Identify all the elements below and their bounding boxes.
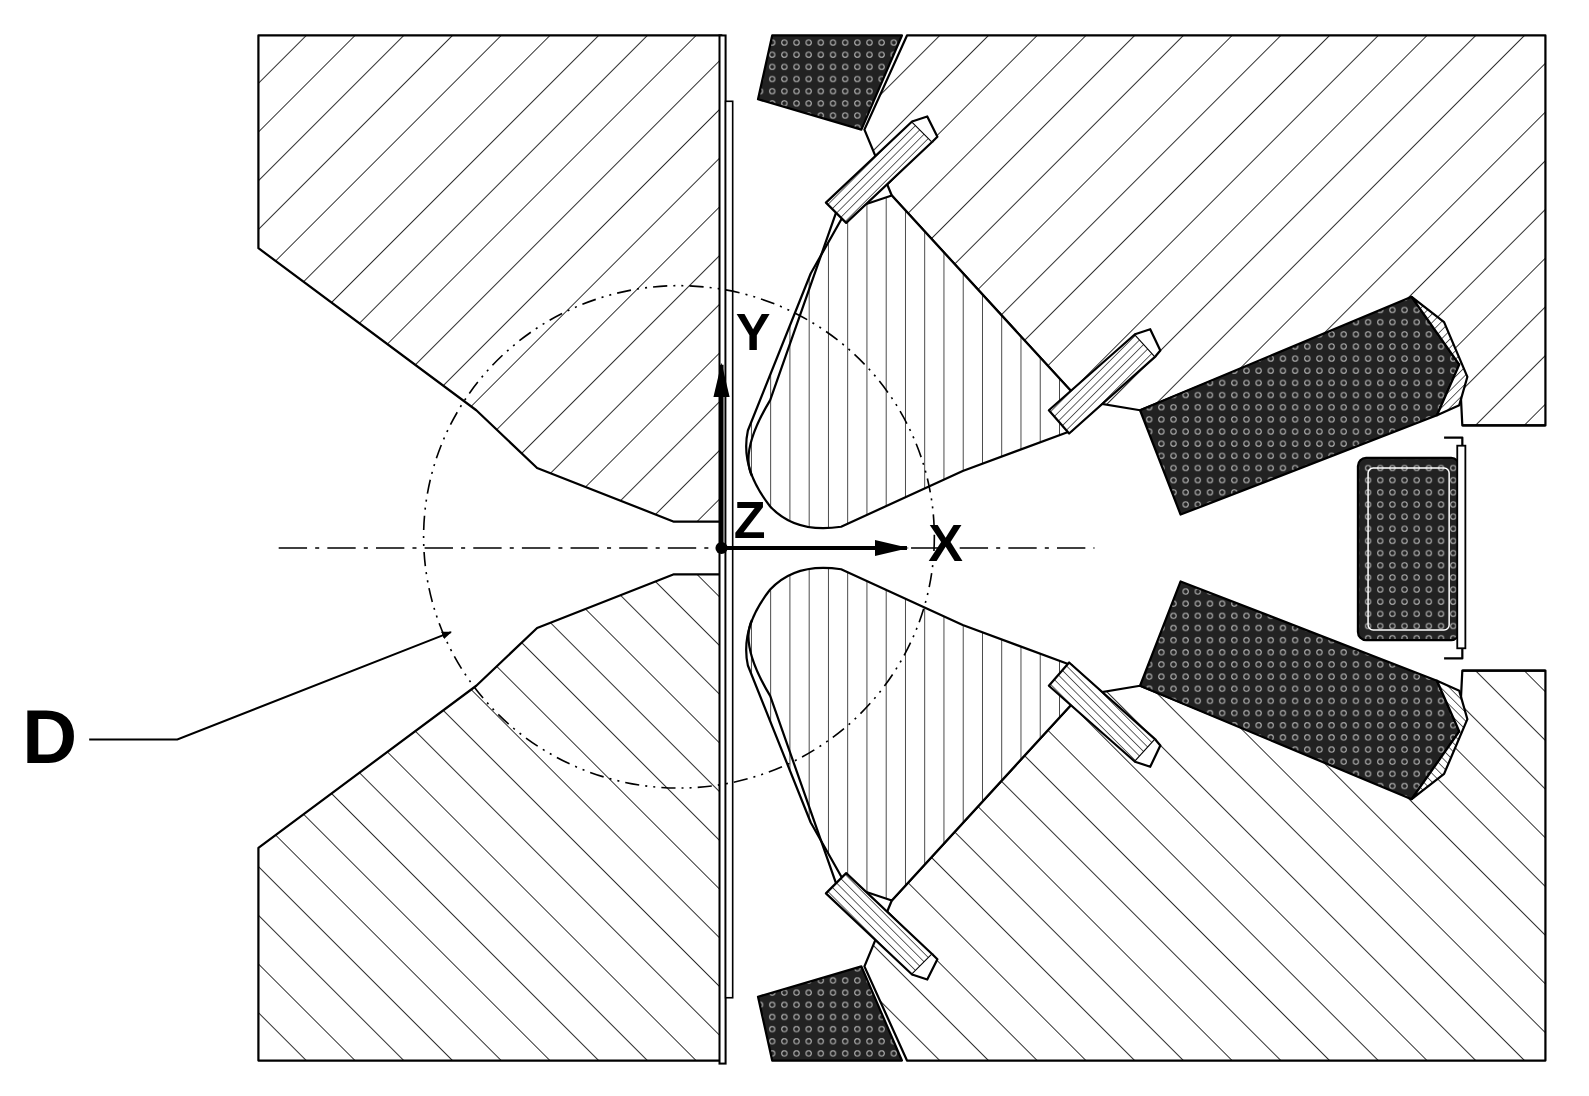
axis-label: Y <box>736 306 771 358</box>
axis-label: Z <box>734 494 766 546</box>
axis-label: X <box>928 517 963 569</box>
callout-letter: D <box>22 699 77 775</box>
